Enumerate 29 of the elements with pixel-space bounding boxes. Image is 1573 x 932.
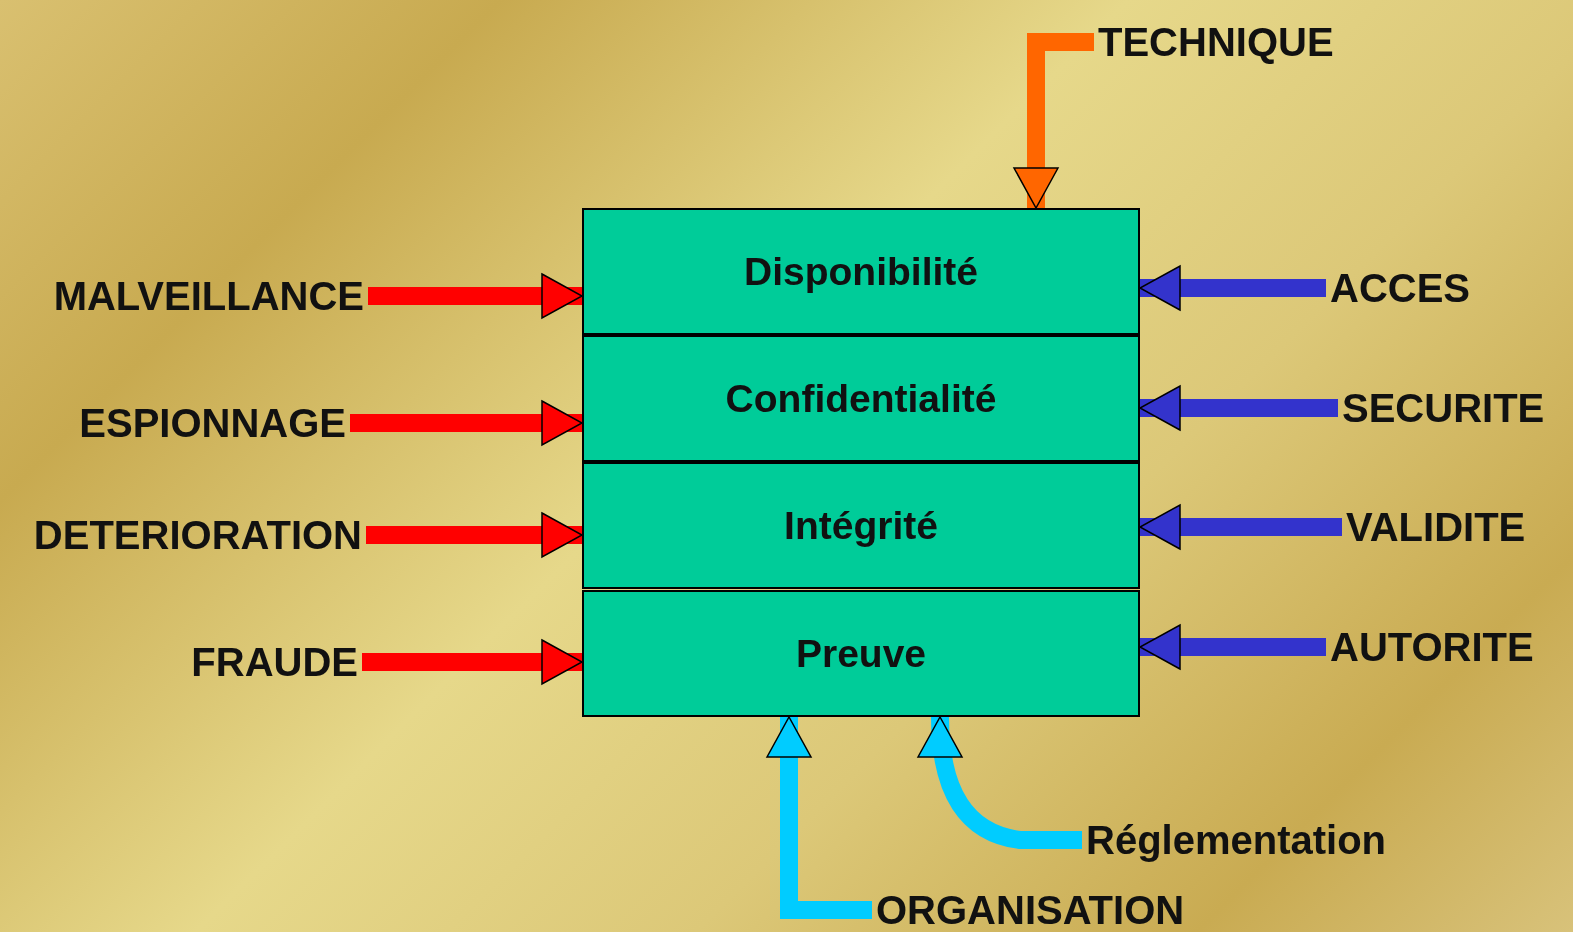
layer-title: Preuve — [795, 631, 927, 676]
factor-label: SECURITE — [1342, 388, 1545, 428]
layer-band — [582, 590, 1140, 717]
layer-band — [582, 335, 1140, 462]
factor-label: TECHNIQUE — [1098, 22, 1334, 62]
arrow — [366, 512, 583, 558]
arrow — [766, 716, 872, 919]
layer-band — [582, 208, 1140, 335]
factor-label: DETERIORATION — [33, 515, 362, 555]
layer-band — [582, 462, 1140, 589]
factor-label: ACCES — [1330, 268, 1471, 308]
factor-label: ESPIONNAGE — [79, 403, 346, 443]
arrow — [368, 273, 583, 319]
arrow — [1139, 624, 1326, 670]
factor-label: VALIDITE — [1346, 507, 1526, 547]
arrow — [1139, 385, 1338, 431]
layer-title: Disponibilité — [744, 249, 978, 294]
factor-label: ORGANISATION — [876, 890, 1185, 930]
factor-label: FRAUDE — [191, 642, 358, 682]
arrow — [918, 716, 1082, 849]
arrow — [350, 400, 583, 446]
factor-label: MALVEILLANCE — [53, 276, 364, 316]
layer-title: Confidentialité — [725, 376, 997, 421]
arrow — [1139, 265, 1326, 311]
arrow — [362, 639, 583, 685]
factor-label: Réglementation — [1086, 820, 1387, 860]
layer-title: Intégrité — [784, 503, 938, 548]
factor-label: AUTORITE — [1330, 627, 1534, 667]
arrow — [1139, 504, 1342, 550]
